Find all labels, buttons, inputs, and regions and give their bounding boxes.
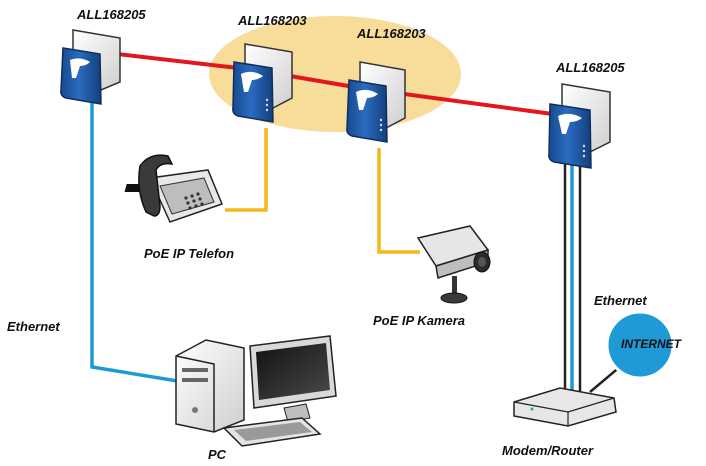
adapter-mid-left-label: ALL168203 xyxy=(238,13,307,28)
ip-phone-icon xyxy=(124,154,223,223)
ethernet-right-label: Ethernet xyxy=(594,293,647,308)
ethernet-cable-left xyxy=(90,100,197,386)
adapter-mid-right xyxy=(346,61,406,143)
adapter-left xyxy=(60,29,121,105)
powerline-cable xyxy=(99,50,561,117)
camera-label: PoE IP Kamera xyxy=(373,313,466,328)
desktop-pc-icon xyxy=(175,335,337,447)
phone-label: PoE IP Telefon xyxy=(144,246,235,261)
poe-cable-camera xyxy=(377,148,420,254)
adapter-mid-left xyxy=(232,43,293,123)
ethernet-left-label: Ethernet xyxy=(7,319,60,334)
internet-label: INTERNET xyxy=(621,337,681,351)
ip-camera-icon xyxy=(416,225,491,304)
adapter-mid-right-label: ALL168203 xyxy=(357,26,426,41)
router-icon xyxy=(513,387,617,427)
internet-cloud-icon xyxy=(605,310,675,380)
poe-cable-phone xyxy=(225,128,268,212)
router-label: Modem/Router xyxy=(502,443,593,458)
adapter-left-label: ALL168205 xyxy=(77,7,146,22)
adapter-right xyxy=(548,83,611,169)
pc-label: PC xyxy=(208,447,227,462)
adapter-right-label: ALL168205 xyxy=(556,60,625,75)
